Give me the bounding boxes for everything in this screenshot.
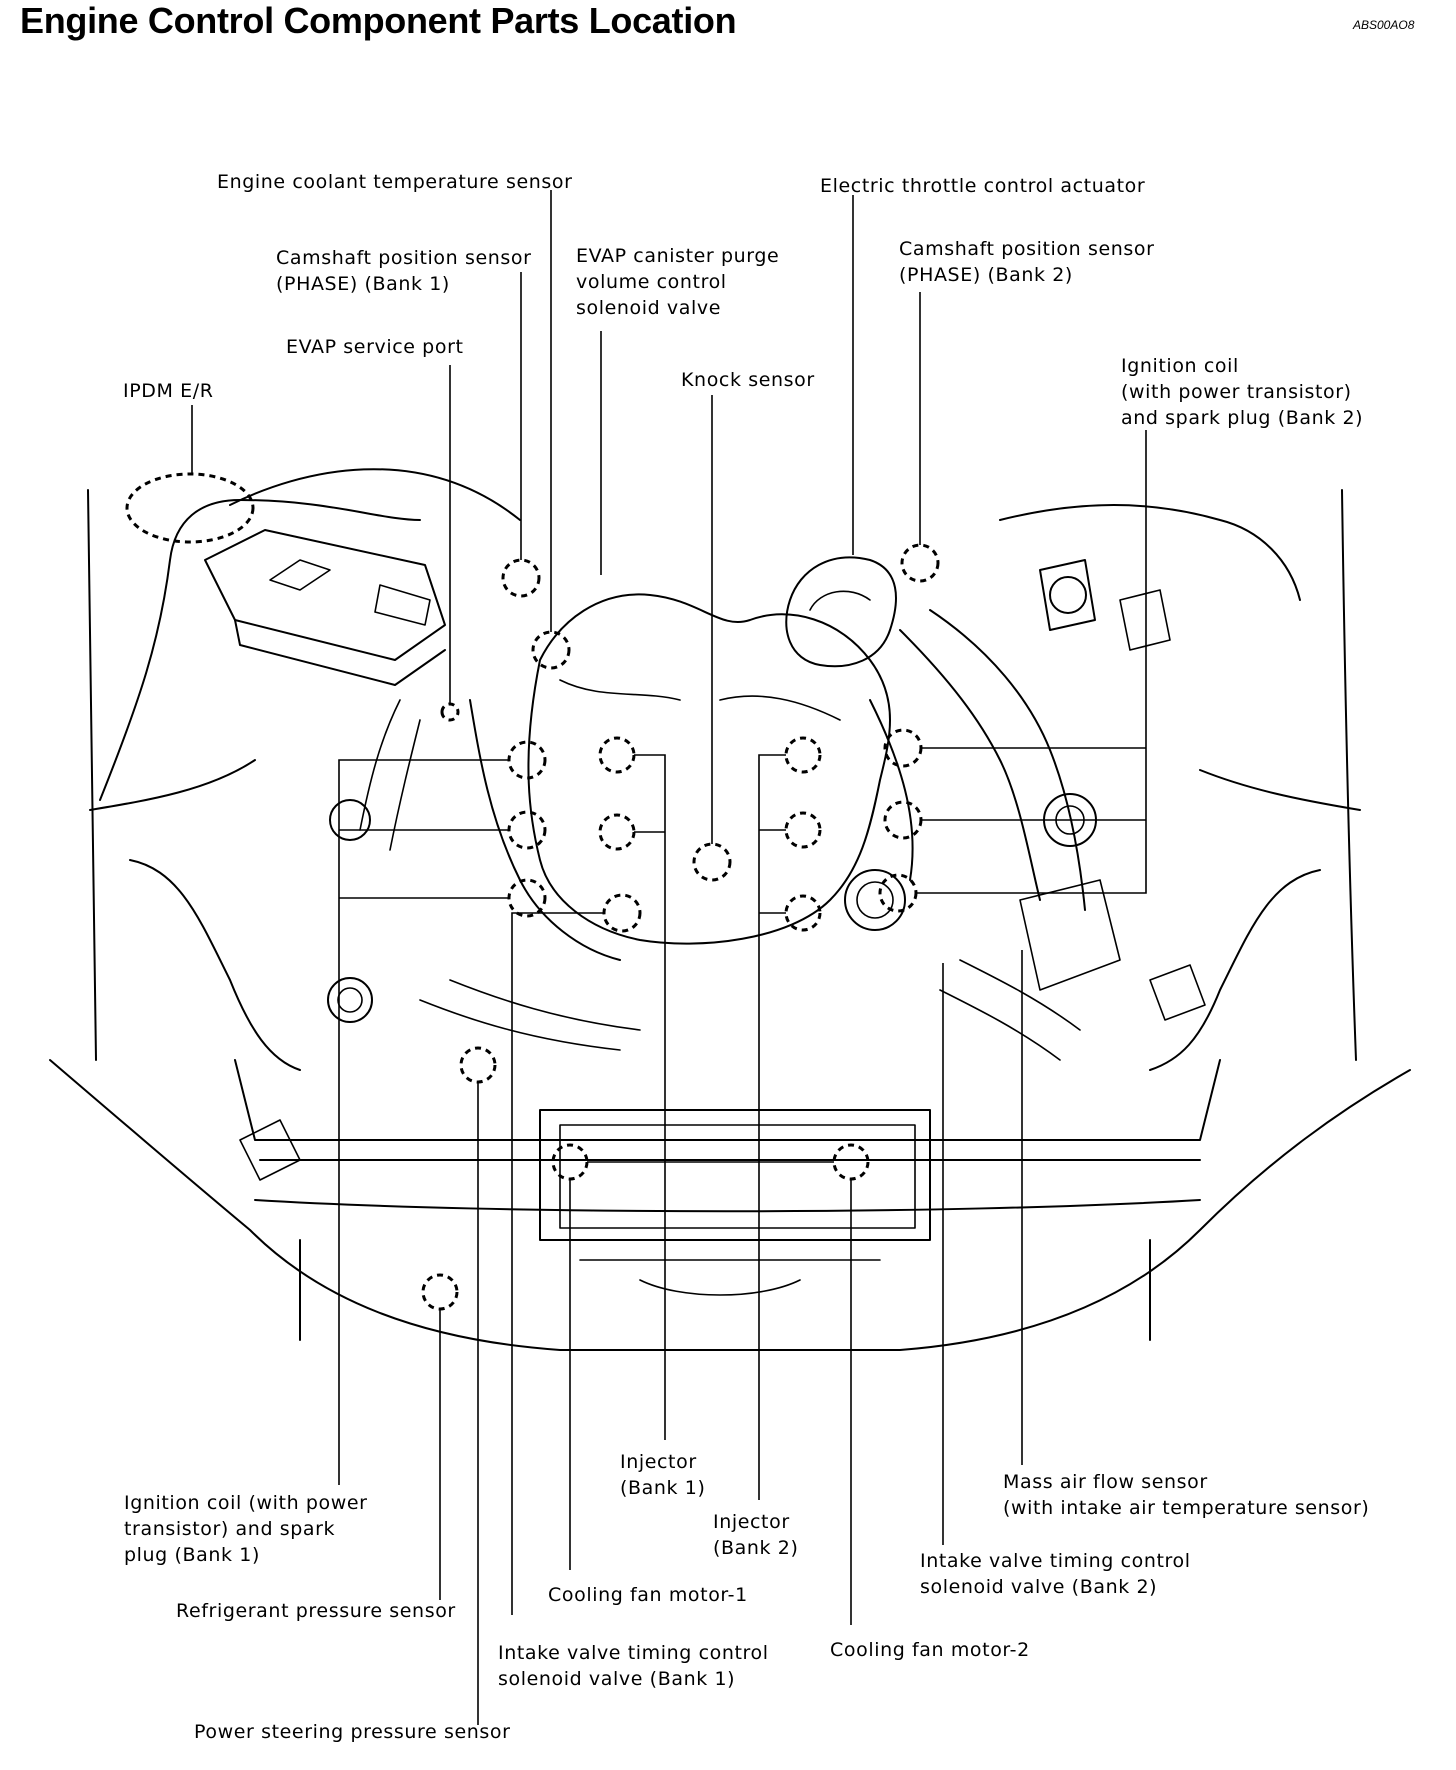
label-evap-service-port: EVAP service port xyxy=(286,336,464,358)
injector-b2-marker-1 xyxy=(784,736,822,774)
knock-sensor-marker xyxy=(692,842,732,882)
ipdm-marker xyxy=(125,472,255,544)
label-ignition-coil-bank2: Ignition coil (with power transistor) an… xyxy=(1121,355,1364,429)
label-mass-air-flow-sensor: Mass air flow sensor (with intake air te… xyxy=(1003,1471,1370,1519)
label-electric-throttle-actuator: Electric throttle control actuator xyxy=(820,175,1146,197)
label-camshaft-sensor-bank2: Camshaft position sensor (PHASE) (Bank 2… xyxy=(899,238,1155,286)
label-cooling-fan-motor-2: Cooling fan motor-2 xyxy=(830,1639,1030,1661)
ign-coil-b1-marker-2 xyxy=(507,810,547,850)
figure-code: ABS00AO8 xyxy=(1353,18,1415,32)
camshaft-bank2-marker xyxy=(900,543,940,583)
label-injector-bank2: Injector (Bank 2) xyxy=(713,1511,799,1559)
label-engine-coolant-temp-sensor: Engine coolant temperature sensor xyxy=(217,171,573,193)
label-injector-bank1: Injector (Bank 1) xyxy=(620,1451,706,1499)
label-camshaft-sensor-bank1: Camshaft position sensor (PHASE) (Bank 1… xyxy=(276,247,532,295)
label-cooling-fan-motor-1: Cooling fan motor-1 xyxy=(548,1584,748,1606)
label-power-steering-pressure-sensor: Power steering pressure sensor xyxy=(194,1721,511,1743)
injector-b1-marker-2 xyxy=(598,813,636,851)
leader-lines xyxy=(191,190,1147,1725)
location-markers xyxy=(125,472,940,1311)
ps-pressure-marker xyxy=(459,1046,497,1084)
ivt-b1-marker xyxy=(602,893,642,933)
injector-b1-marker-1 xyxy=(598,736,636,774)
injector-b2-marker-2 xyxy=(784,811,822,849)
page-title: Engine Control Component Parts Location xyxy=(20,0,737,41)
refrigerant-marker xyxy=(421,1273,459,1311)
label-ignition-coil-bank1: Ignition coil (with power transistor) an… xyxy=(124,1492,368,1566)
label-ivt-valve-bank2: Intake valve timing control solenoid val… xyxy=(920,1550,1191,1598)
engine-bay-outline xyxy=(49,468,1411,1351)
evap-port-marker xyxy=(440,702,460,722)
label-ipdm-er: IPDM E/R xyxy=(123,380,214,402)
fan-motor1-marker xyxy=(551,1143,589,1181)
ign-coil-b1-marker-1 xyxy=(507,740,547,780)
label-refrigerant-pressure-sensor: Refrigerant pressure sensor xyxy=(176,1600,456,1622)
ign-coil-b1-marker-3 xyxy=(507,878,547,918)
label-evap-purge-valve: EVAP canister purge volume control solen… xyxy=(576,245,780,319)
ect-sensor-marker xyxy=(531,630,571,670)
injector-b2-marker-3 xyxy=(784,894,822,932)
fan-motor2-marker xyxy=(832,1143,870,1181)
ign-coil-b2-marker-2 xyxy=(883,800,923,840)
camshaft-bank1-marker xyxy=(501,558,541,598)
label-ivt-valve-bank1: Intake valve timing control solenoid val… xyxy=(498,1642,769,1690)
label-knock-sensor: Knock sensor xyxy=(681,369,815,391)
